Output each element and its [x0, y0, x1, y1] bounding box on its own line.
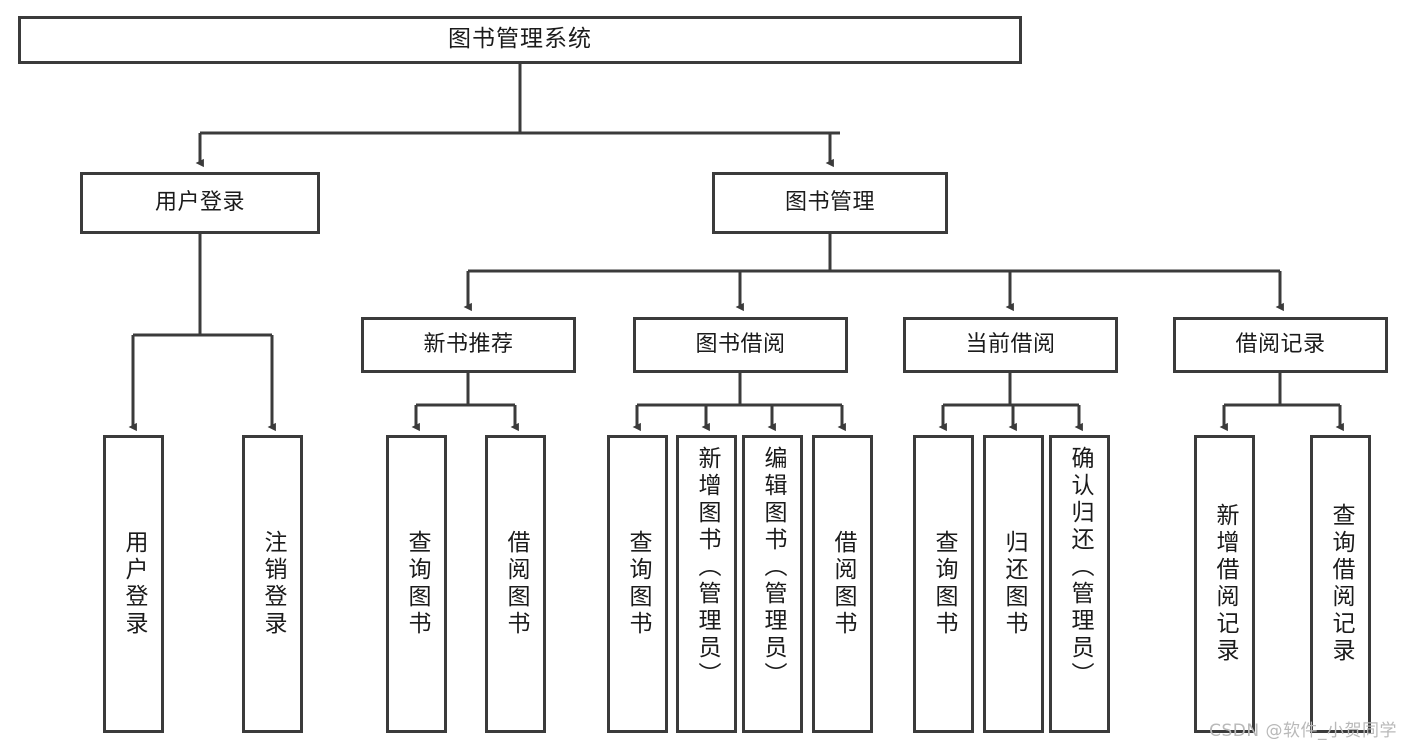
leaf-borrow-book-recommendation[interactable]: 借阅图书 — [485, 435, 546, 733]
node-book-borrowing[interactable]: 图书借阅 — [633, 317, 848, 373]
leaf-add-book-admin[interactable]: 新增图书（管理员） — [676, 435, 737, 733]
node-label: 图书管理系统 — [448, 26, 592, 53]
node-root-book-management-system[interactable]: 图书管理系统 — [18, 16, 1022, 64]
node-label: 用户登录 — [154, 189, 245, 215]
node-user-login[interactable]: 用户登录 — [80, 172, 320, 234]
node-label: 注销登录 — [260, 530, 286, 638]
node-label: 确认归还（管理员） — [1067, 446, 1093, 689]
leaf-query-borrowing-record[interactable]: 查询借阅记录 — [1310, 435, 1371, 733]
node-label: 新书推荐 — [423, 331, 514, 357]
node-book-management[interactable]: 图书管理 — [712, 172, 948, 234]
node-label: 编辑图书（管理员） — [760, 446, 786, 689]
leaf-edit-book-admin[interactable]: 编辑图书（管理员） — [742, 435, 803, 733]
node-label: 图书借阅 — [695, 331, 786, 357]
node-new-book-recommendation[interactable]: 新书推荐 — [361, 317, 576, 373]
node-label: 借阅图书 — [830, 530, 856, 638]
node-label: 查询图书 — [931, 530, 957, 638]
node-label: 归还图书 — [1001, 530, 1027, 638]
node-label: 图书管理 — [784, 189, 875, 215]
node-label: 查询图书 — [625, 530, 651, 638]
node-label: 查询借阅记录 — [1328, 503, 1354, 665]
node-label: 新增图书（管理员） — [694, 446, 720, 689]
node-label: 新增借阅记录 — [1212, 503, 1238, 665]
csdn-watermark: CSDN @软件_小贺同学 — [1209, 721, 1397, 741]
node-label: 查询图书 — [404, 530, 430, 638]
leaf-user-login[interactable]: 用户登录 — [103, 435, 164, 733]
leaf-confirm-return-admin[interactable]: 确认归还（管理员） — [1049, 435, 1110, 733]
leaf-add-borrowing-record[interactable]: 新增借阅记录 — [1194, 435, 1255, 733]
node-label: 借阅记录 — [1235, 331, 1326, 357]
node-label: 当前借阅 — [965, 331, 1056, 357]
leaf-query-book-borrowing[interactable]: 查询图书 — [607, 435, 668, 733]
leaf-query-book-recommendation[interactable]: 查询图书 — [386, 435, 447, 733]
leaf-logout[interactable]: 注销登录 — [242, 435, 303, 733]
node-label: 用户登录 — [121, 530, 147, 638]
leaf-return-book[interactable]: 归还图书 — [983, 435, 1044, 733]
leaf-borrow-book-borrowing[interactable]: 借阅图书 — [812, 435, 873, 733]
node-label: 借阅图书 — [503, 530, 529, 638]
node-borrowing-record[interactable]: 借阅记录 — [1173, 317, 1388, 373]
node-current-borrowing[interactable]: 当前借阅 — [903, 317, 1118, 373]
leaf-query-book-current[interactable]: 查询图书 — [913, 435, 974, 733]
